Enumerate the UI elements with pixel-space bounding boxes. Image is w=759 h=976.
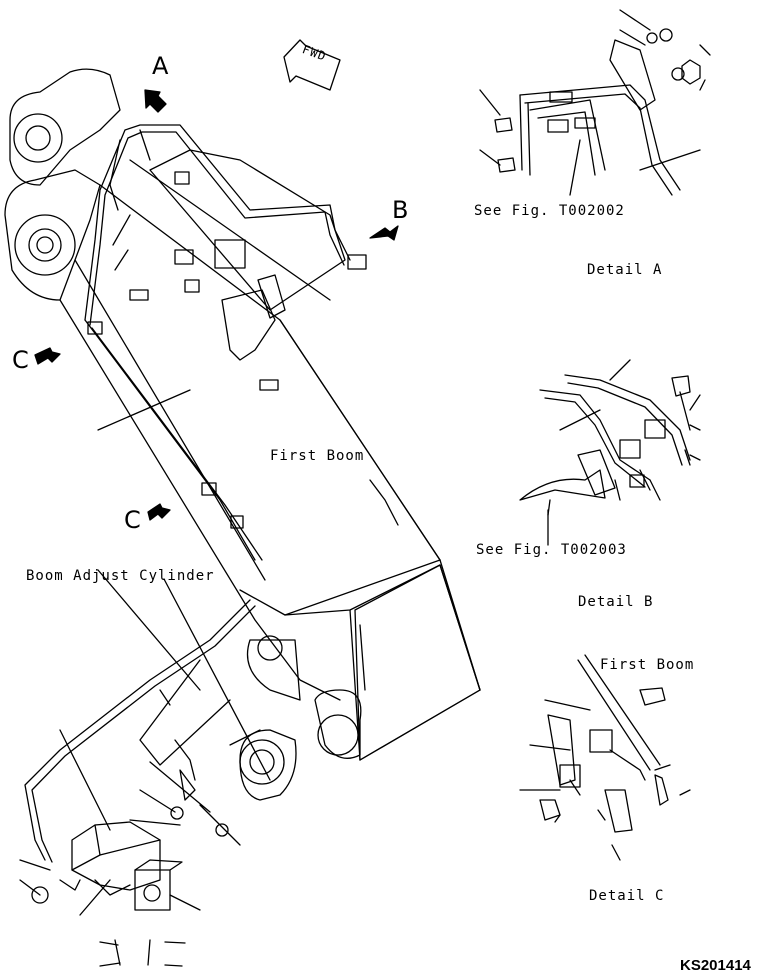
detail-c-title: Detail C <box>589 888 665 904</box>
view-label-c-lower: C <box>124 506 141 534</box>
detail-c-drawing <box>519 654 691 861</box>
boom-adjust-cylinder-label: Boom Adjust Cylinder <box>26 568 215 584</box>
detail-b-drawing <box>519 359 701 516</box>
view-label-c-upper: C <box>12 346 29 374</box>
drawing-code: KS201414 <box>680 957 751 974</box>
see-fig-b-label: See Fig. T002003 <box>476 542 627 558</box>
first-boom-drawing <box>4 39 481 967</box>
detail-b-title: Detail B <box>578 594 654 610</box>
detail-a-title: Detail A <box>587 262 663 278</box>
first-boom-label: First Boom <box>270 448 365 464</box>
detail-a-drawing <box>479 9 711 196</box>
view-label-a: A <box>152 52 169 80</box>
see-fig-a-label: See Fig. T002002 <box>474 203 625 219</box>
view-label-b: B <box>392 196 409 224</box>
detail-c-first-boom-label: First Boom <box>600 657 695 673</box>
